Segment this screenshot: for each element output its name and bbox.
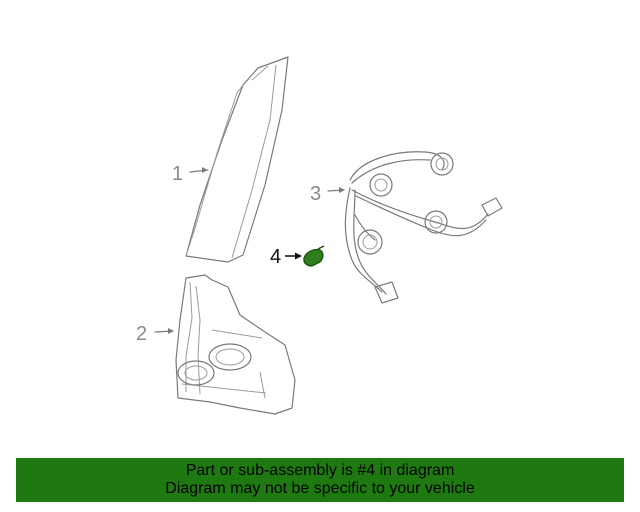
- part-4-bulb: [303, 245, 325, 267]
- callout-4: 4: [270, 246, 302, 268]
- callout-3-label: 3: [310, 183, 321, 205]
- callout-2: 2: [136, 323, 174, 345]
- banner-line-2: Diagram may not be specific to your vehi…: [165, 480, 475, 497]
- callout-2-label: 2: [136, 323, 147, 345]
- info-banner: Part or sub-assembly is #4 in diagram Di…: [16, 458, 624, 502]
- part-3-wiring-harness: [344, 151, 503, 304]
- callout-4-label: 4: [270, 246, 281, 268]
- banner-line-1: Part or sub-assembly is #4 in diagram: [185, 462, 455, 479]
- part-1-trim-panel: [185, 56, 289, 263]
- parts-diagram: 1 2 3: [136, 56, 503, 415]
- callout-1: 1: [172, 163, 209, 185]
- callout-1-label: 1: [172, 163, 183, 185]
- callout-3: 3: [310, 183, 345, 205]
- part-2-tail-lamp: [175, 274, 296, 415]
